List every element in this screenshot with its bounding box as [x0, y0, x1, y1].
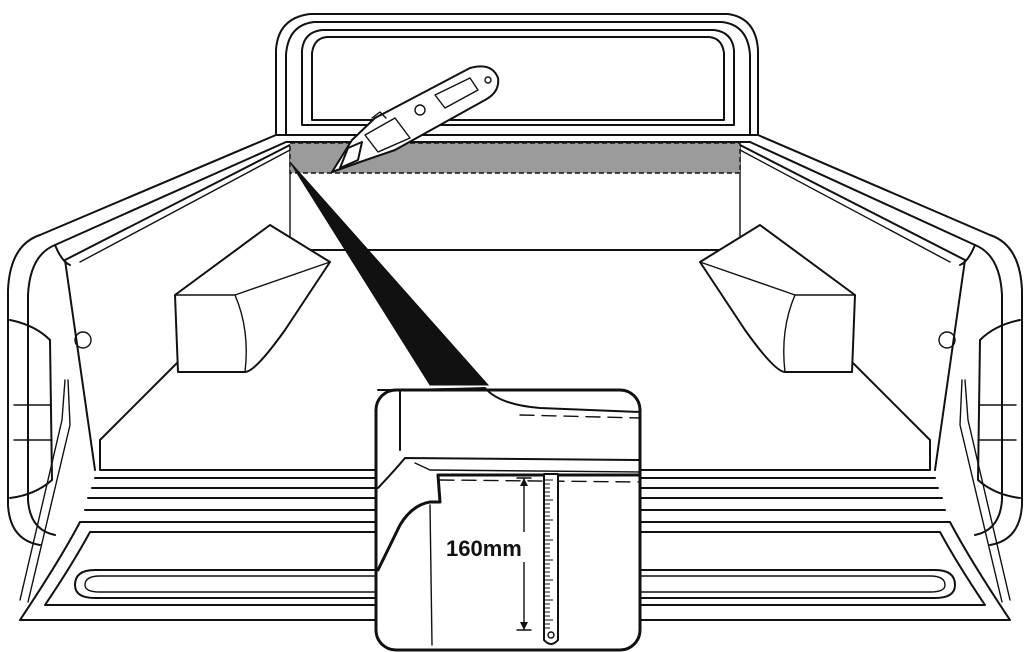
bed-liner: [64, 144, 966, 471]
measurement-label: 160mm: [446, 536, 522, 561]
right-taillight: [977, 319, 1021, 499]
utility-knife-icon: [331, 65, 500, 173]
tailgate-handle-recess: [74, 569, 956, 599]
right-wheel-well: [699, 224, 856, 373]
left-taillight: [9, 319, 53, 499]
left-tie-down: [74, 331, 92, 349]
detail-callout: 160mm: [374, 387, 642, 652]
callout-pointer: [289, 161, 490, 386]
ruler-icon: [543, 473, 559, 645]
left-wheel-well: [174, 224, 331, 373]
left-tailgate-cable: [19, 379, 66, 601]
rear-window: [301, 29, 735, 126]
truck-cab: [275, 13, 759, 136]
right-tailgate-cable: [964, 379, 1011, 601]
right-tie-down: [938, 331, 956, 349]
